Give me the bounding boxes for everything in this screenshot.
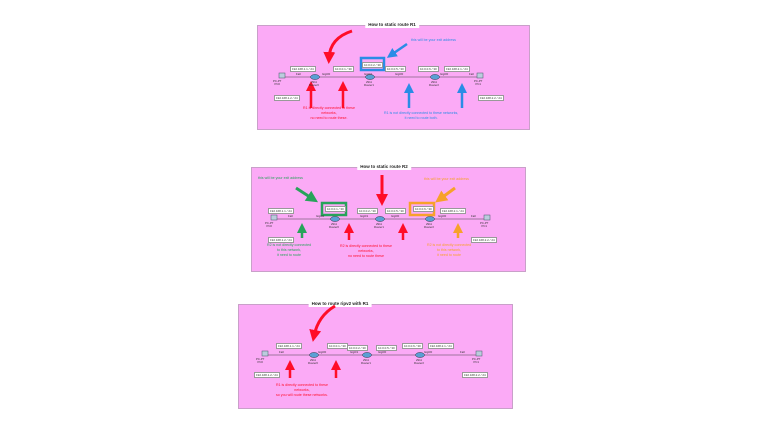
ip-label: 10.0.0.1 / 30 <box>325 206 346 212</box>
router-icon <box>430 74 440 80</box>
green-highlight-box <box>320 201 348 217</box>
interface-label: Gig0/0 <box>322 72 331 76</box>
pc-ip-label: 192.168.2.2 / 24 <box>462 372 488 378</box>
router-icon <box>415 352 425 358</box>
orange-arrow <box>435 186 456 203</box>
pc-icon <box>261 350 269 357</box>
ip-label: 192.168.2.1 / 24 <box>428 343 454 349</box>
annotation-note: this will be your exit address <box>411 38 456 42</box>
annotation-note: R2 is directly connected to these networ… <box>340 244 392 258</box>
router-name: 2911 Router0 <box>329 222 339 229</box>
annotation-note: this will be your exit address <box>258 176 303 180</box>
pc-icon <box>475 350 483 357</box>
router-icon <box>425 216 435 222</box>
panel-title: How to route ripv2 with R1 <box>308 300 372 307</box>
annotation-note: R1 is directly connected to these networ… <box>276 383 328 397</box>
interface-label: Fa0 <box>471 214 476 218</box>
router-icon <box>375 216 385 222</box>
ip-label: 10.0.0.1 / 30 <box>333 66 354 72</box>
diagram-panel-1 <box>257 25 530 130</box>
router-name: 2911 Router2 <box>429 80 439 87</box>
router-name: 2911 Router2 <box>424 222 434 229</box>
router-name: 2911 Router1 <box>361 358 371 365</box>
green-arrow <box>295 186 319 203</box>
blue-highlight-box <box>359 56 386 72</box>
red-arrow <box>309 304 336 342</box>
interface-label: Gig0/1 <box>360 214 369 218</box>
ip-label: 10.0.0.6 / 30 <box>413 206 434 212</box>
ip-label: 192.168.1.1 / 24 <box>290 66 316 72</box>
interface-label: Gig0/0 <box>438 214 447 218</box>
router-icon <box>309 352 319 358</box>
ip-label: 10.0.0.6 / 30 <box>418 66 439 72</box>
annotation-note: R2 is not directly connected to this net… <box>427 243 472 257</box>
orange-highlight-box <box>408 201 436 217</box>
pc-ip-label: 192.168.2.2 / 24 <box>471 237 497 243</box>
pc-name: PC-PT PC0 <box>256 357 265 364</box>
annotation-note: R1 is directly connected to these networ… <box>303 106 355 120</box>
router-icon <box>365 74 375 80</box>
interface-label: Gig0/0 <box>318 350 327 354</box>
blue-arrow <box>386 42 408 58</box>
router-name: 2911 Router1 <box>364 80 374 87</box>
interface-label: Fa0 <box>460 350 465 354</box>
pc-ip-label: 192.168.1.2 / 24 <box>268 237 294 243</box>
router-icon <box>330 216 340 222</box>
red-arrow <box>323 29 353 64</box>
pc-name: PC-PT PC0 <box>273 79 282 86</box>
annotation-note: R2 is not directly connected to this net… <box>267 243 312 257</box>
pc-ip-label: 192.168.2.2 / 24 <box>478 95 504 101</box>
ip-label: 192.168.1.1 / 24 <box>276 343 302 349</box>
interface-label: Fa0 <box>288 214 293 218</box>
router-name: 2911 Router2 <box>414 358 424 365</box>
pc-name: PC-PT PC0 <box>265 221 274 228</box>
router-icon <box>362 352 372 358</box>
interface-label: Gig0/1 <box>350 350 359 354</box>
annotation-note: this will be your exit address <box>424 177 469 181</box>
ip-label: 10.0.0.5 / 30 <box>385 208 406 214</box>
interface-label: Gig0/0 <box>395 72 404 76</box>
ip-label: 10.0.0.5 / 30 <box>385 66 406 72</box>
annotation-note: R1 is not directly connected to these ne… <box>384 111 459 120</box>
pc-icon <box>270 214 278 221</box>
pc-icon <box>278 72 286 79</box>
interface-label: Gig0/0 <box>378 350 387 354</box>
pc-ip-label: 192.168.1.2 / 24 <box>254 372 280 378</box>
interface-label: Fa0 <box>469 72 474 76</box>
ip-label: 192.168.1.1 / 24 <box>268 208 294 214</box>
ip-label: 10.0.0.5 / 30 <box>376 345 397 351</box>
ip-label: 10.0.0.2 / 30 <box>357 208 378 214</box>
ip-label: 10.0.0.1 / 30 <box>327 343 348 349</box>
pc-icon <box>483 214 491 221</box>
interface-label: Gig0/0 <box>316 214 325 218</box>
ip-label: 10.0.0.6 / 30 <box>402 343 423 349</box>
interface-label: Gig0/0 <box>440 72 449 76</box>
ip-label: 10.0.0.2 / 30 <box>347 345 368 351</box>
pc-ip-label: 192.168.1.2 / 24 <box>274 95 300 101</box>
pc-name: PC-PT PC1 <box>474 79 483 86</box>
interface-label: Fa0 <box>279 350 284 354</box>
router-icon <box>310 74 320 80</box>
interface-label: Gig0/0 <box>391 214 400 218</box>
panel-title: How to static route R1 <box>365 21 419 28</box>
router-name: 2911 Router0 <box>308 358 318 365</box>
pc-name: PC-PT PC1 <box>472 357 481 364</box>
ip-label: 192.168.2.1 / 24 <box>440 208 466 214</box>
router-name: 2911 Router0 <box>309 80 319 87</box>
panel-title: How to static route R2 <box>357 163 411 170</box>
interface-label: Gig0/1 <box>364 72 373 76</box>
ip-label: 10.0.0.2 / 30 <box>362 62 383 68</box>
interface-label: Fa0 <box>296 72 301 76</box>
pc-icon <box>476 72 484 79</box>
ip-label: 192.168.2.1 / 24 <box>444 66 470 72</box>
diagram-panel-2 <box>251 167 526 272</box>
router-name: 2911 Router1 <box>374 222 384 229</box>
interface-label: Gig0/0 <box>424 350 433 354</box>
diagram-panel-3 <box>238 304 513 409</box>
pc-name: PC-PT PC1 <box>480 221 489 228</box>
